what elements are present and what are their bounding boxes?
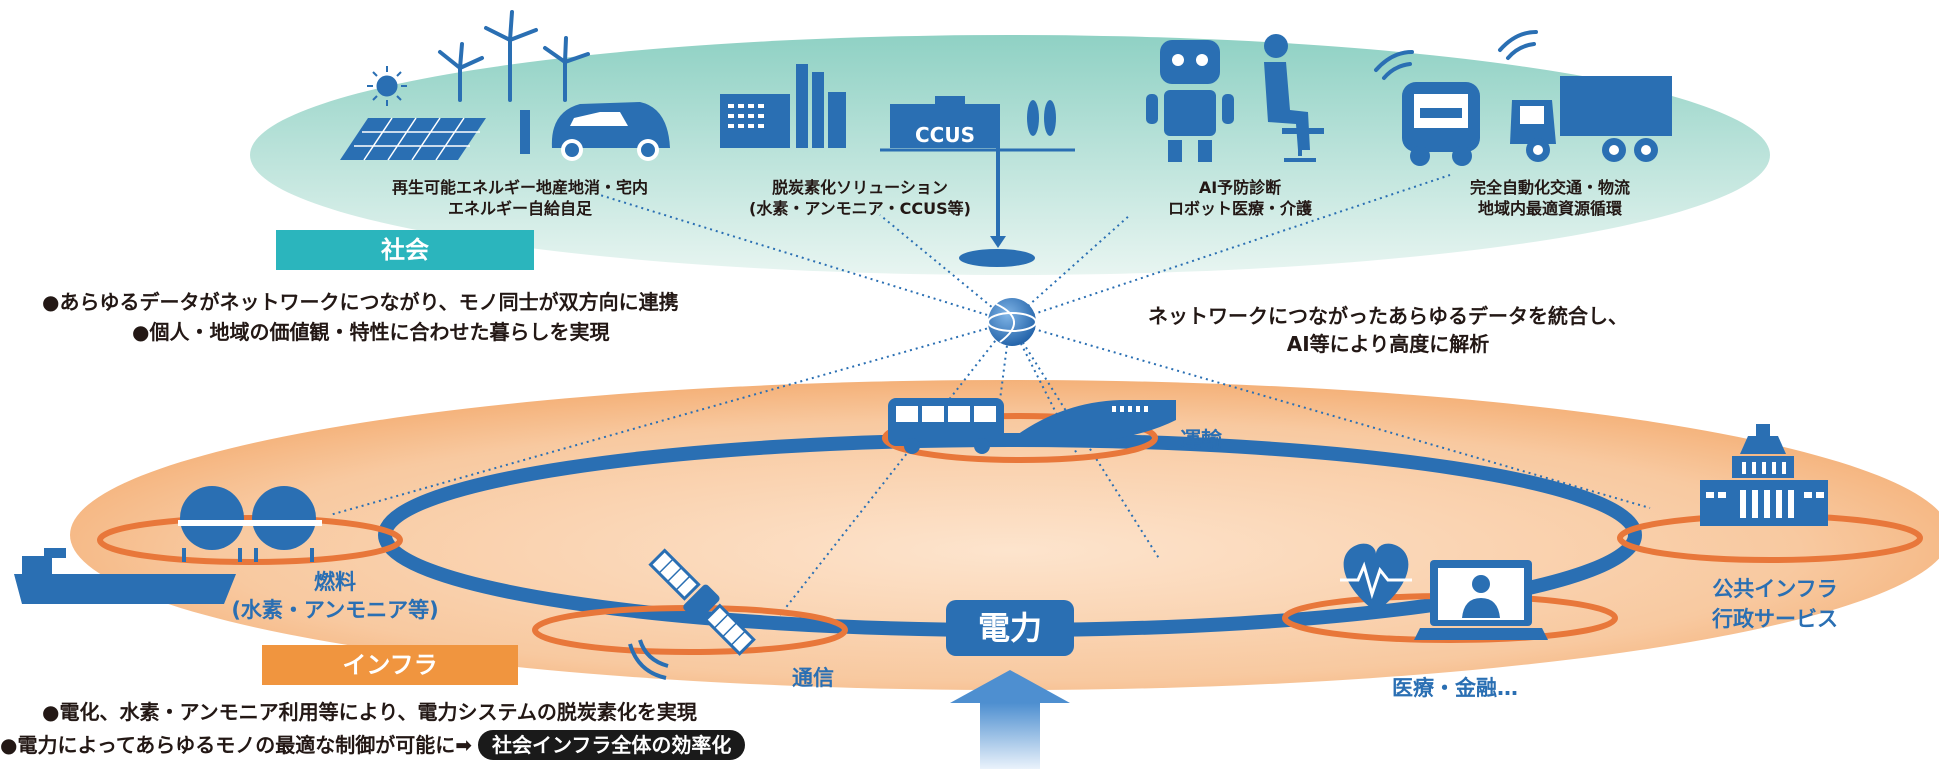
caption-line-2: エネルギー自給自足 xyxy=(447,199,592,218)
ccus-label: CCUS xyxy=(915,123,975,147)
globe-icon xyxy=(987,298,1037,346)
fuel-label: 燃料 (水素・アンモニア等) xyxy=(210,568,460,624)
transport-node-ring xyxy=(882,413,1158,463)
caption-line-2: (水素・アンモニア・CCUS等) xyxy=(749,199,971,218)
caption-line-2: 地域内最適資源循環 xyxy=(1477,199,1622,218)
ai-medical-caption: AI予防診断 ロボット医療・介護 xyxy=(1140,177,1340,219)
satellite-icon xyxy=(628,548,756,680)
infra-bullet-2-text: ●電力によってあらゆるモノの最適な制御が可能に➡ xyxy=(0,733,473,757)
bullet-train-icon xyxy=(1010,400,1176,447)
ccus-facility-icon: CCUS xyxy=(880,96,1075,152)
wifi-icon xyxy=(1374,30,1538,80)
infrastructure-tag: インフラ xyxy=(262,645,518,685)
public-infra-label: 公共インフラ 行政サービス xyxy=(1690,574,1860,634)
fuel-node-ring xyxy=(97,515,403,565)
sun-icon xyxy=(367,66,407,106)
robot-icon xyxy=(1146,40,1234,162)
caption-line-1: 再生可能エネルギー地産地消・宅内 xyxy=(391,178,648,197)
power-input-arrow xyxy=(950,670,1070,769)
transport-label: 運輸 xyxy=(1180,428,1222,452)
infra-bullet-1: ●電化、水素・アンモニア利用等により、電力システムの脱炭素化を実現 xyxy=(42,700,697,724)
network-description: ネットワークにつながったあらゆるデータを統合し、 AI等により高度に解析 xyxy=(1128,302,1648,358)
tanker-ship-icon xyxy=(14,548,236,604)
public-line-1: 公共インフラ xyxy=(1712,577,1838,601)
infra-bullet-2: ●電力によってあらゆるモノの最適な制御が可能に➡社会インフラ全体の効率化 xyxy=(0,730,746,760)
government-building-icon xyxy=(1700,424,1828,526)
electric-car-icon xyxy=(520,102,670,161)
heart-monitor-icon xyxy=(1340,543,1412,612)
decarbonization-caption: 脱炭素化ソリューション (水素・アンモニア・CCUS等) xyxy=(740,177,980,219)
efficiency-pill: 社会インフラ全体の効率化 xyxy=(478,730,746,760)
wind-turbine-icon xyxy=(438,10,590,102)
society-bullet-2: ●個人・地域の価値観・特性に合わせた暮らしを実現 xyxy=(132,320,610,344)
caption-line-2: ロボット医療・介護 xyxy=(1167,199,1312,218)
medical-finance-label: 医療・金融… xyxy=(1392,676,1518,700)
factory-icon xyxy=(720,64,846,148)
laptop-doctor-icon xyxy=(1414,560,1548,640)
public-line-2: 行政サービス xyxy=(1712,607,1838,631)
autonomous-vehicle-icon xyxy=(1402,82,1480,166)
truck-icon xyxy=(1510,76,1672,162)
fuel-line-1: 燃料 xyxy=(314,570,356,594)
renewable-energy-caption: 再生可能エネルギー地産地消・宅内 エネルギー自給自足 xyxy=(360,177,680,219)
fuel-line-2: (水素・アンモニア等) xyxy=(231,598,439,622)
telecom-label: 通信 xyxy=(792,666,834,690)
storage-ellipse xyxy=(959,249,1035,267)
bus-icon xyxy=(888,398,1004,454)
person-seated-icon xyxy=(1264,34,1324,162)
power-center-box xyxy=(946,600,1074,656)
caption-line-1: AI予防診断 xyxy=(1198,178,1282,197)
lng-tank-icon xyxy=(178,486,322,562)
society-bullet-1: ●あらゆるデータがネットワークにつながり、モノ同士が双方向に連携 xyxy=(42,290,679,314)
society-oval xyxy=(250,35,1770,275)
society-tag: 社会 xyxy=(276,230,534,270)
ccus-arrow-head xyxy=(990,236,1006,248)
network-line-1: ネットワークにつながったあらゆるデータを統合し、 xyxy=(1148,304,1628,328)
caption-line-1: 完全自動化交通・物流 xyxy=(1469,178,1630,197)
solar-panel-icon xyxy=(340,117,486,161)
autonomous-logistics-caption: 完全自動化交通・物流 地域内最適資源循環 xyxy=(1430,177,1670,219)
network-line-2: AI等により高度に解析 xyxy=(1286,332,1490,356)
power-center-label: 電力 xyxy=(977,609,1042,647)
caption-line-1: 脱炭素化ソリューション xyxy=(772,178,948,197)
